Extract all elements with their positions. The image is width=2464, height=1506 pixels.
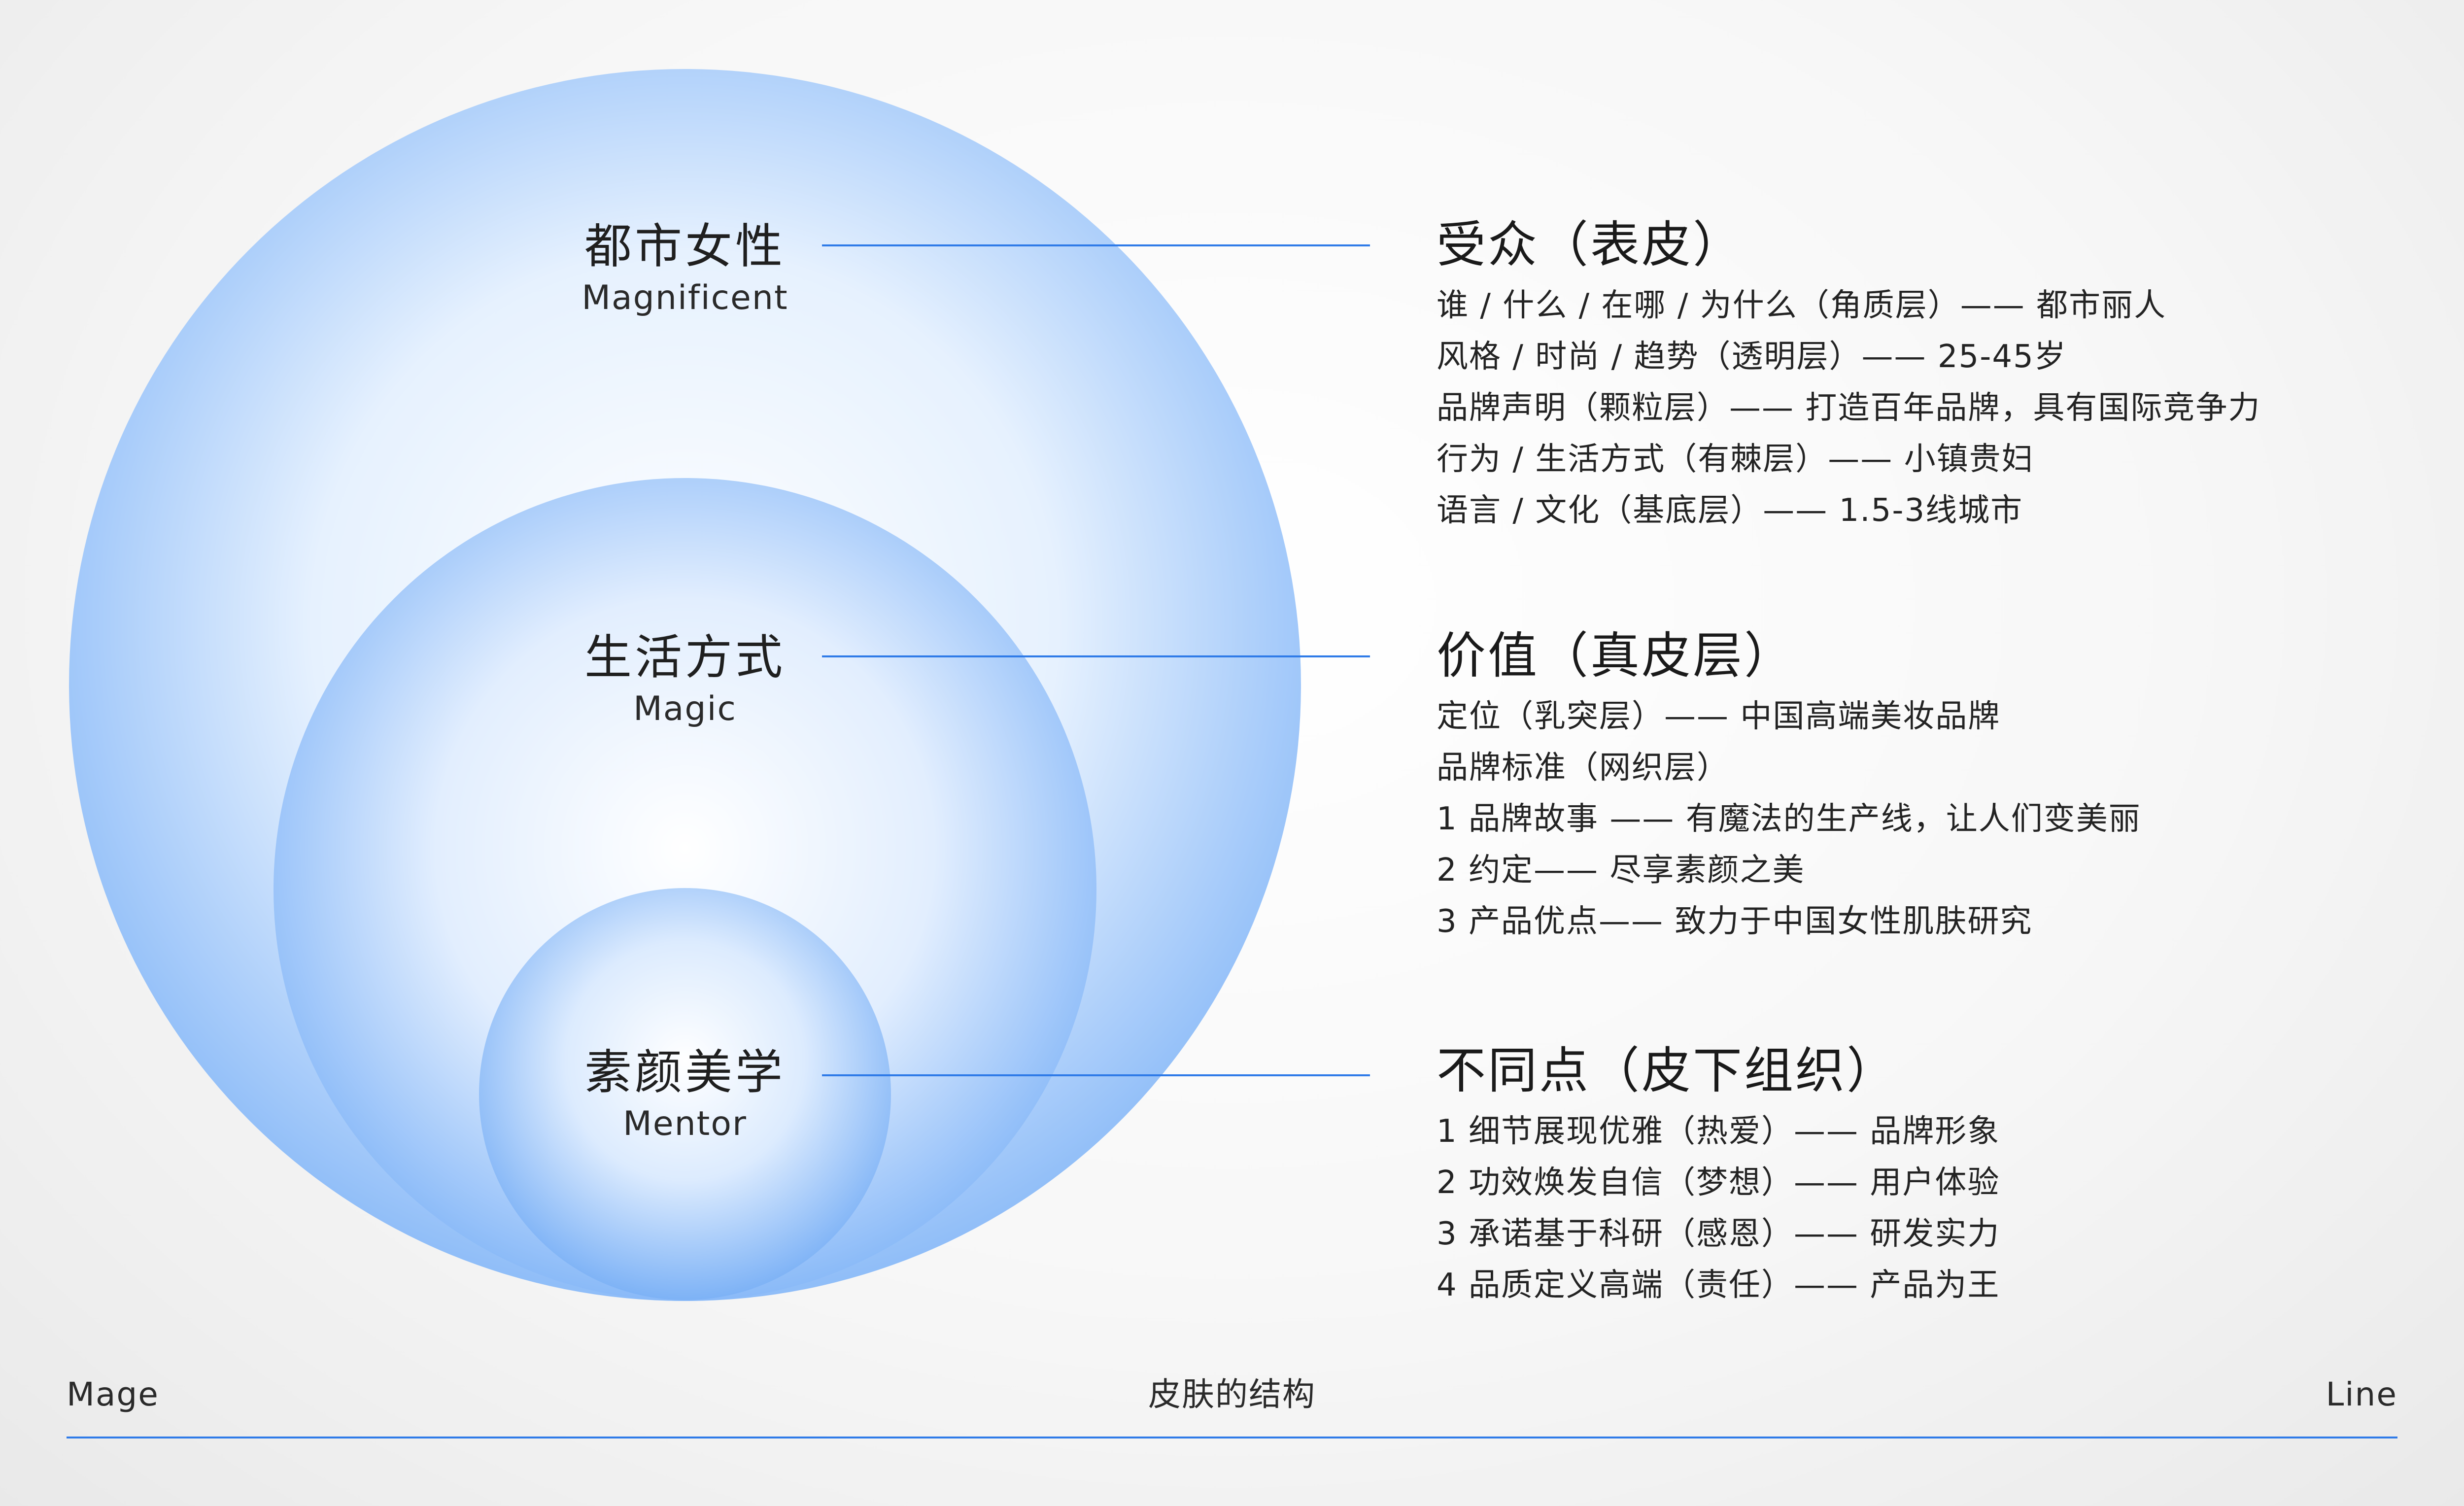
audience-line: 行为 / 生活方式（有棘层）—— 小镇贵妇 [1437,441,2034,478]
value-heading: 价值（真皮层） [1437,627,1795,685]
audience-line: 风格 / 时尚 / 趋势（透明层）—— 25-45岁 [1437,339,2067,375]
audience-panel: 受众（表皮） 谁 / 什么 / 在哪 / 为什么（角质层）—— 都市丽人 风格 … [1437,213,2447,536]
middle-circle-title: 生活方式 [584,630,786,685]
footer-title: 皮肤的结构 [1148,1375,1316,1413]
footer-left-label: Mage [67,1375,159,1413]
difference-heading: 不同点（皮下组织） [1437,1042,1898,1099]
middle-circle-label: 生活方式 Magic [513,628,857,731]
middle-circle-subtitle: Magic [633,689,737,728]
difference-panel: 不同点（皮下组织） 1 细节展现优雅（热爱）—— 品牌形象 2 功效焕发自信（梦… [1437,1039,2447,1311]
audience-line: 谁 / 什么 / 在哪 / 为什么（角质层）—— 都市丽人 [1437,287,2167,324]
inner-circle-subtitle: Mentor [623,1104,747,1143]
value-line: 2 约定—— 尽享素颜之美 [1437,852,1805,889]
difference-line: 2 功效焕发自信（梦想）—— 用户体验 [1437,1164,2000,1201]
inner-circle [479,888,891,1300]
value-line: 定位（乳突层）—— 中国高端美妆品牌 [1437,698,2001,735]
difference-line: 1 细节展现优雅（热爱）—— 品牌形象 [1437,1113,2000,1150]
value-line: 品牌标准（网织层） [1437,750,1729,786]
difference-line: 3 承诺基于科研（感恩）—— 研发实力 [1437,1216,2000,1252]
footer-right-label: Line [2326,1375,2397,1413]
audience-heading: 受众（表皮） [1437,216,1744,274]
value-panel: 价值（真皮层） 定位（乳突层）—— 中国高端美妆品牌 品牌标准（网织层） 1 品… [1437,624,2447,947]
outer-circle-subtitle: Magnificent [582,278,788,317]
value-line: 1 品牌故事 —— 有魔法的生产线，让人们变美丽 [1437,801,2141,837]
audience-line: 语言 / 文化（基底层）—— 1.5-3线城市 [1437,492,2023,529]
value-line: 3 产品优点—— 致力于中国女性肌肤研究 [1437,903,2033,940]
outer-circle-title: 都市女性 [584,219,786,274]
audience-line: 品牌声明（颗粒层）—— 打造百年品牌，具有国际竞争力 [1437,390,2261,426]
inner-circle-label: 素颜美学 Mentor [513,1043,857,1146]
outer-circle-label: 都市女性 Magnificent [513,217,857,320]
inner-circle-title: 素颜美学 [584,1045,786,1100]
difference-line: 4 品质定义高端（责任）—— 产品为王 [1437,1267,2000,1303]
